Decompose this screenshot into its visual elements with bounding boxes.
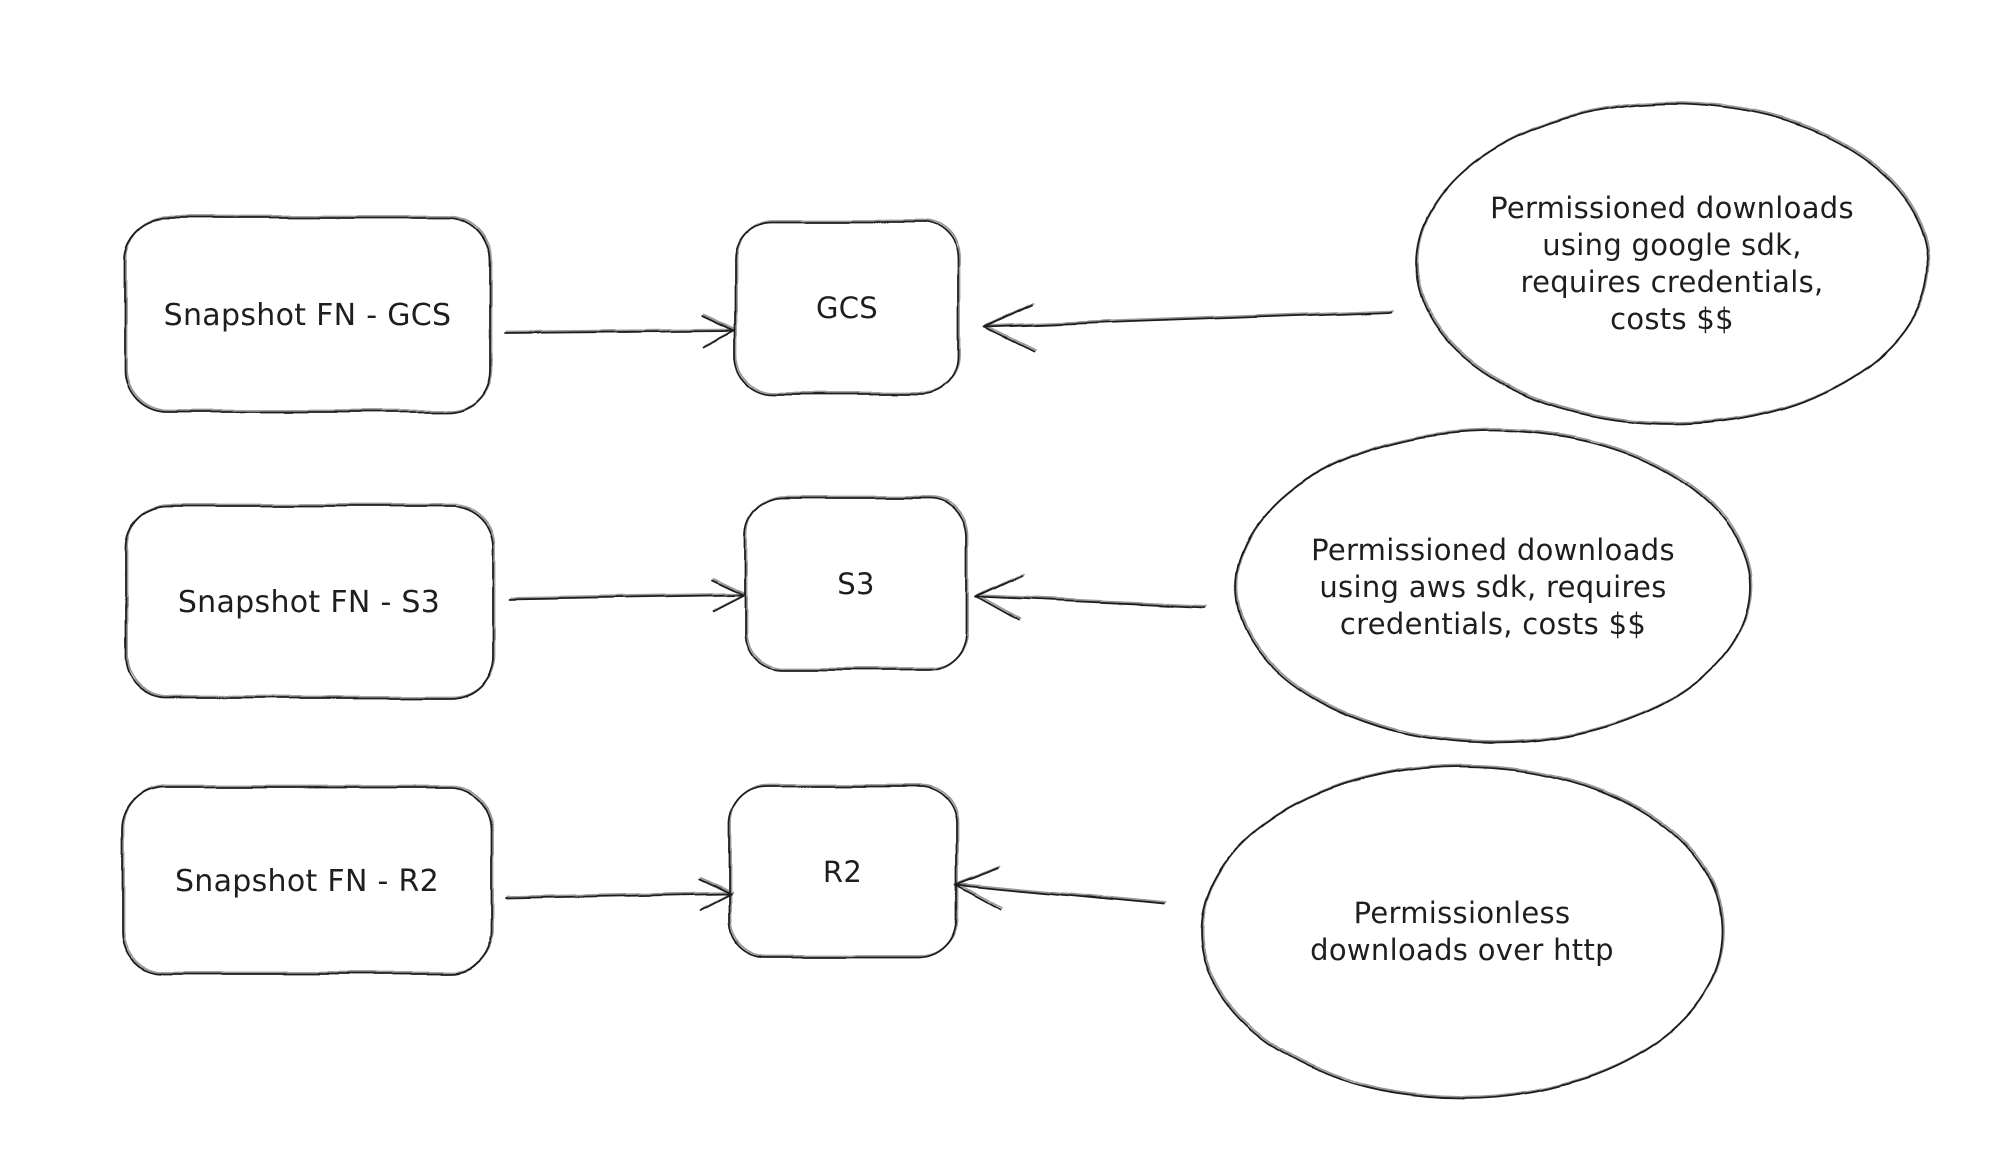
note-label-s3: Permissioned downloads using aws sdk, re… [1311, 532, 1675, 641]
node-label-s3: S3 [837, 567, 875, 601]
arrow-note-to-r2 [954, 866, 1165, 910]
node-snapshot-fn-gcs [124, 217, 491, 413]
node-label-snapshot-fn-s3: Snapshot FN - S3 [177, 584, 441, 620]
node-r2 [728, 785, 957, 959]
node-label-snapshot-fn-gcs: Snapshot FN - GCS [163, 297, 452, 333]
note-label-gcs: Permissioned downloads using google sdk,… [1490, 191, 1854, 336]
note-ellipse-s3 [1235, 430, 1751, 744]
node-label-snapshot-fn-r2: Snapshot FN - R2 [174, 863, 440, 899]
node-snapshot-fn-s3 [124, 505, 494, 699]
note-ellipse-r2 [1200, 765, 1724, 1099]
node-s3 [744, 497, 968, 671]
note-label-r2: Permissionless downloads over http [1310, 896, 1614, 967]
note-ellipse-gcs [1415, 103, 1929, 425]
node-gcs [734, 221, 960, 395]
node-label-r2: R2 [822, 855, 863, 889]
node-label-gcs: GCS [815, 291, 879, 325]
node-snapshot-fn-r2 [121, 787, 493, 975]
arrow-note-to-gcs [983, 304, 1393, 352]
